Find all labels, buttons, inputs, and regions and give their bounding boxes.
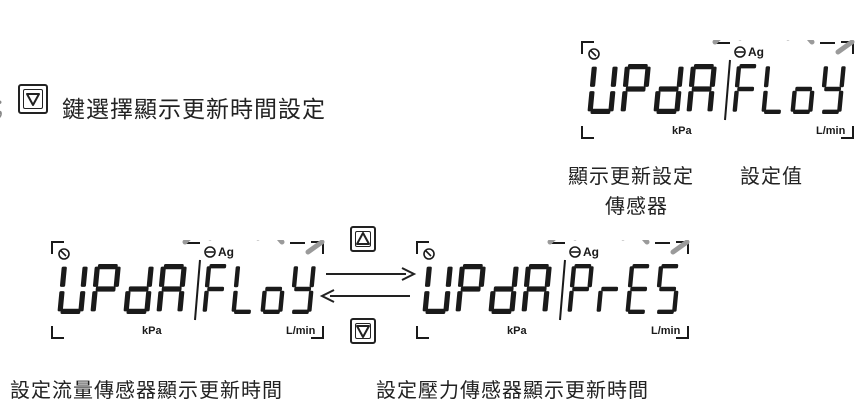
lcd-indicator-icon xyxy=(423,248,435,260)
caption-flow-sensor: 設定流量傳感器顯示更新時間 xyxy=(10,378,283,402)
lcd-unit-right: L/min xyxy=(286,325,316,337)
lcd-badge-text: Ag xyxy=(748,45,764,59)
label-sensor: 傳感器 xyxy=(605,194,668,218)
lcd-unit-left: kPa xyxy=(142,325,162,337)
down-arrow-key-icon-bottom xyxy=(350,318,376,344)
lcd-display-left: Ag kPa L/min xyxy=(50,215,325,340)
transition-arrows xyxy=(319,267,417,303)
lcd-display-right: Ag kPa L/min xyxy=(415,215,690,340)
lcd-indicator-icon xyxy=(58,248,70,260)
label-setting-value: 設定值 xyxy=(740,164,803,188)
lcd-digit-L xyxy=(231,266,251,314)
label-display-update-setting: 顯示更新設定 xyxy=(568,164,694,188)
lcd-indicator-icon xyxy=(588,48,600,60)
lcd-digit-d xyxy=(123,266,154,314)
caption-pressure-sensor: 設定壓力傳感器顯示更新時間 xyxy=(376,378,649,402)
lcd-display-top: Ag kPa L/min xyxy=(580,15,855,140)
instruction-prefix: ； xyxy=(0,88,18,122)
blink-ray xyxy=(182,225,203,245)
lcd-digit-F xyxy=(732,64,757,112)
up-arrow-key-icon xyxy=(350,226,376,252)
blink-ray xyxy=(797,25,815,45)
lcd-digit-E xyxy=(625,264,650,314)
lcd-graphic-top: Ag kPa L/min xyxy=(581,15,855,139)
lcd-digit-F xyxy=(202,264,227,312)
lcd-digit-U xyxy=(422,266,453,314)
lcd-unit-left: kPa xyxy=(507,325,527,337)
lcd-badge-icon xyxy=(734,46,746,58)
lcd-digit-Y xyxy=(821,66,846,114)
lcd-digit-A xyxy=(686,64,717,112)
lcd-graphic-right: Ag kPa L/min xyxy=(416,215,690,339)
lcd-badge-text: Ag xyxy=(218,245,234,259)
lcd-unit-left: kPa xyxy=(672,125,692,137)
blink-ray xyxy=(305,239,325,255)
lcd-graphic-left: Ag kPa L/min xyxy=(51,215,325,339)
lcd-digit-o xyxy=(260,286,285,314)
lcd-digit-P xyxy=(90,264,121,312)
lcd-digit-A xyxy=(156,264,187,312)
lcd-digit-P xyxy=(620,64,651,112)
lcd-badge-icon xyxy=(204,246,216,258)
down-arrow-key-icon xyxy=(18,84,48,114)
lcd-badge-icon xyxy=(569,246,581,258)
lcd-unit-right: L/min xyxy=(816,125,846,137)
lcd-digit-S xyxy=(656,264,679,314)
lcd-digit-r xyxy=(596,286,619,312)
lcd-digit-L xyxy=(761,66,781,114)
lcd-digit-P xyxy=(567,264,594,312)
lcd-digit-U xyxy=(587,66,618,114)
blink-ray xyxy=(632,225,650,245)
blink-ray xyxy=(547,225,568,245)
blink-ray xyxy=(835,39,855,55)
blink-ray xyxy=(267,225,285,245)
lcd-digit-P xyxy=(455,264,486,312)
lcd-digit-A xyxy=(521,264,552,312)
blink-ray xyxy=(670,239,690,255)
lcd-digit-Y xyxy=(291,266,316,314)
lcd-badge-text: Ag xyxy=(583,245,599,259)
blink-ray xyxy=(712,25,733,45)
lcd-digit-o xyxy=(790,86,815,114)
lcd-digit-U xyxy=(57,266,88,314)
lcd-digit-d xyxy=(653,66,684,114)
lcd-unit-right: L/min xyxy=(651,325,681,337)
lcd-digit-d xyxy=(488,266,519,314)
instruction-text: 鍵選擇顯示更新時間設定 xyxy=(62,97,326,123)
